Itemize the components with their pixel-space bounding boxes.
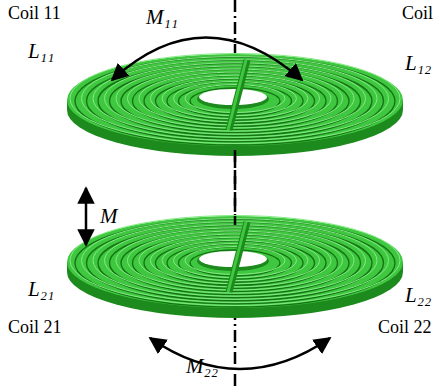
inductance-label: L₁₂ [405,52,431,75]
mutual-inductance: M₁₁ [146,6,178,29]
coil-name: Coil [402,4,433,24]
spiral-coil [67,54,403,157]
coil-winding [82,57,389,141]
coil-name: Coil 21 [8,318,62,338]
coil-winding [70,54,400,144]
coil-face [67,216,403,308]
mutual-inductance: M [100,205,118,228]
inductance-label: L₁₁ [28,40,54,63]
coil-lead [228,222,246,292]
m11-arrow [112,38,302,81]
mutual-inductance: M₂₂ [186,355,218,378]
inductance-label: L₂₂ [405,284,431,307]
m-arrow [85,188,88,245]
coil-lead [229,60,247,130]
coil-name: Coil 22 [378,318,432,338]
spiral-coil [67,216,403,319]
axis-line [234,150,237,225]
coil-lead [228,60,246,130]
coil-winding [70,216,400,306]
coil-face [67,54,403,146]
coils [67,54,403,319]
coil-lead [229,222,247,292]
coil-winding [82,219,389,303]
coil-winding [93,222,377,300]
inductance-label: L₂₁ [28,278,54,301]
coil-name: Coil 11 [8,4,61,24]
coil-winding [93,60,377,138]
m22-arrow [150,338,330,369]
